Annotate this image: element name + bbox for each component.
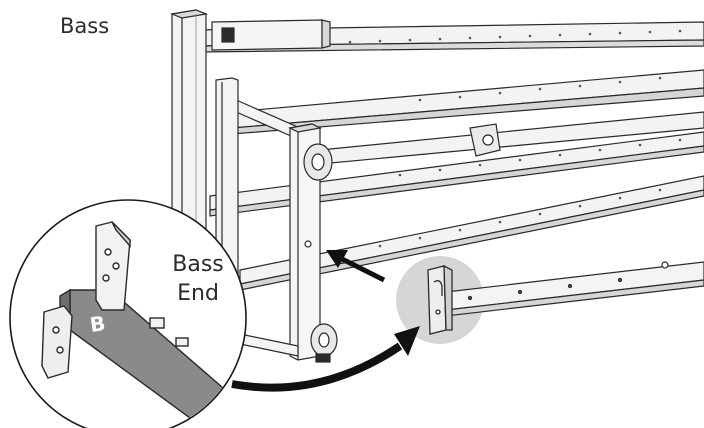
- roller-end-bottom: [310, 323, 338, 363]
- rail-bolts: [298, 29, 682, 264]
- end-bracket: [427, 264, 453, 335]
- insert-arrow: [326, 250, 386, 283]
- curved-arrow: [231, 326, 420, 392]
- motor-box: [211, 19, 331, 51]
- bass-end-label: Bass End: [156, 250, 240, 308]
- diagram-title: Bass: [60, 14, 110, 38]
- bass-end-label-line1: Bass: [172, 252, 224, 277]
- bottom-crossbar: [239, 333, 299, 357]
- roller-end-top: [303, 123, 501, 181]
- bass-end-label-line2: End: [177, 281, 219, 306]
- part-letter-b: B: [88, 311, 107, 337]
- inset-callout: [9, 199, 247, 428]
- bass-end-rail: [445, 261, 704, 317]
- middle-rails: [209, 69, 704, 217]
- back-post: [169, 9, 209, 241]
